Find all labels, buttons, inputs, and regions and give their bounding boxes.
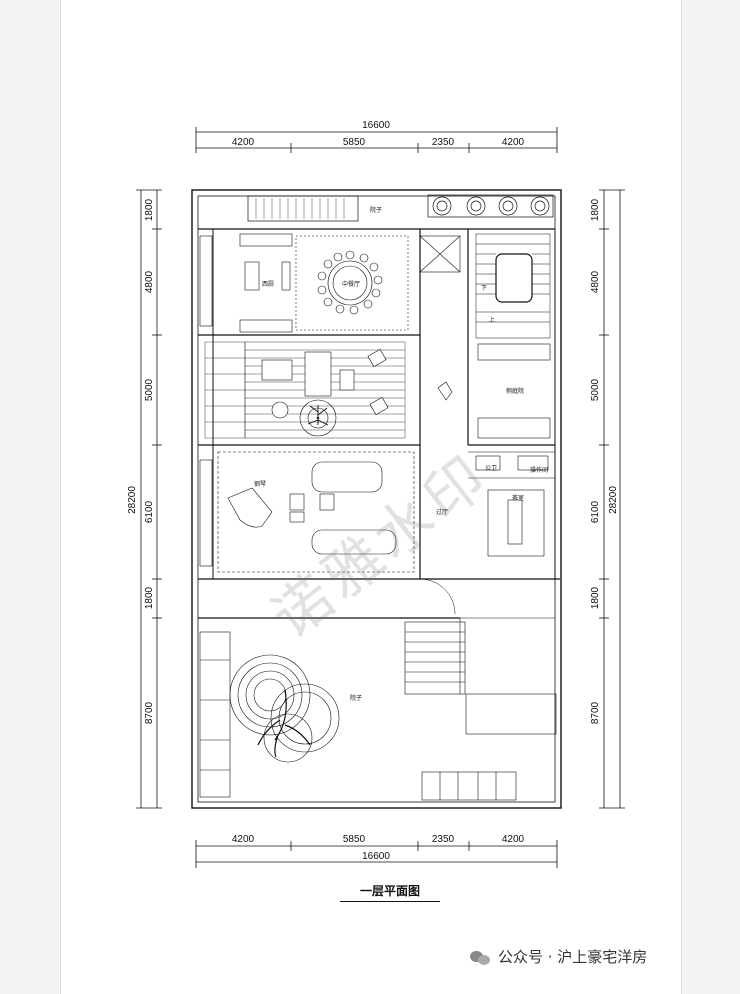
left-dim-2: 4800	[144, 270, 155, 293]
north-planters	[247, 194, 554, 222]
left-dim-3: 5000	[144, 378, 155, 401]
right-dim-4: 6100	[590, 500, 601, 523]
bottom-total-dim: 16600	[362, 851, 390, 862]
deck-tree	[307, 405, 329, 426]
room-label-south-yard: 院子	[350, 694, 362, 702]
plan-title: 一层平面图	[340, 882, 440, 902]
room-label-piano: 钢琴	[254, 480, 266, 488]
left-dim-6: 8700	[144, 701, 155, 724]
stair-label-up: 上	[489, 316, 495, 324]
left-dim-4: 6100	[144, 500, 155, 523]
bottom-dim-2: 5850	[343, 834, 366, 845]
bottom-dim-1: 4200	[232, 834, 255, 845]
right-total-dim: 28200	[608, 486, 619, 514]
elevator-shaft	[419, 235, 461, 273]
drawing-sheet	[60, 0, 682, 994]
right-dim-5: 1800	[590, 586, 601, 609]
right-dim-1: 1800	[590, 198, 601, 221]
lawn-tree	[229, 416, 340, 763]
room-label-west-kitchen: 西厨	[262, 281, 274, 288]
room-label-chinese-dining: 中餐厅	[342, 280, 360, 288]
room-label-study: 茶室	[512, 494, 524, 502]
south-yard-features	[199, 578, 557, 801]
room-label-guest-bath: 公卫	[485, 465, 497, 472]
top-dim-3: 2350	[432, 137, 455, 148]
right-dim-2: 4800	[590, 270, 601, 293]
hall-fixtures	[419, 235, 461, 401]
right-dim-3: 5000	[590, 378, 601, 401]
dining-table-round	[295, 235, 409, 331]
top-dim-4: 4200	[502, 137, 525, 148]
right-dim-6: 8700	[590, 701, 601, 724]
wechat-account-text: 公众号 · 沪上豪宅洋房	[498, 948, 648, 966]
top-total-dim: 16600	[362, 120, 390, 131]
piano-icon	[227, 487, 273, 528]
room-label-operation: 操作间	[530, 466, 548, 474]
bottom-dim-4: 4200	[502, 834, 525, 845]
wechat-icon	[470, 949, 492, 965]
outer-boundary-wall	[191, 189, 562, 809]
stair	[475, 233, 551, 339]
left-dim-5: 1800	[144, 586, 155, 609]
room-label-hall: 过厅	[436, 508, 448, 516]
deck-furniture	[261, 348, 389, 437]
left-dim-1: 1800	[144, 198, 155, 221]
room-label-side-hall: 侧庭院	[506, 387, 524, 395]
piano-room-fixtures	[199, 451, 415, 573]
top-dim-2: 5850	[343, 137, 366, 148]
room-label-north-yard: 院子	[370, 206, 382, 214]
stair-label-down: 下	[481, 285, 487, 292]
top-dim-1: 4200	[232, 137, 255, 148]
bottom-dim-3: 2350	[432, 834, 455, 845]
service-rooms	[468, 343, 555, 557]
west-kitchen-fixtures	[199, 233, 293, 333]
left-total-dim: 28200	[127, 486, 138, 514]
wechat-watermark: 公众号 · 沪上豪宅洋房	[470, 946, 647, 967]
